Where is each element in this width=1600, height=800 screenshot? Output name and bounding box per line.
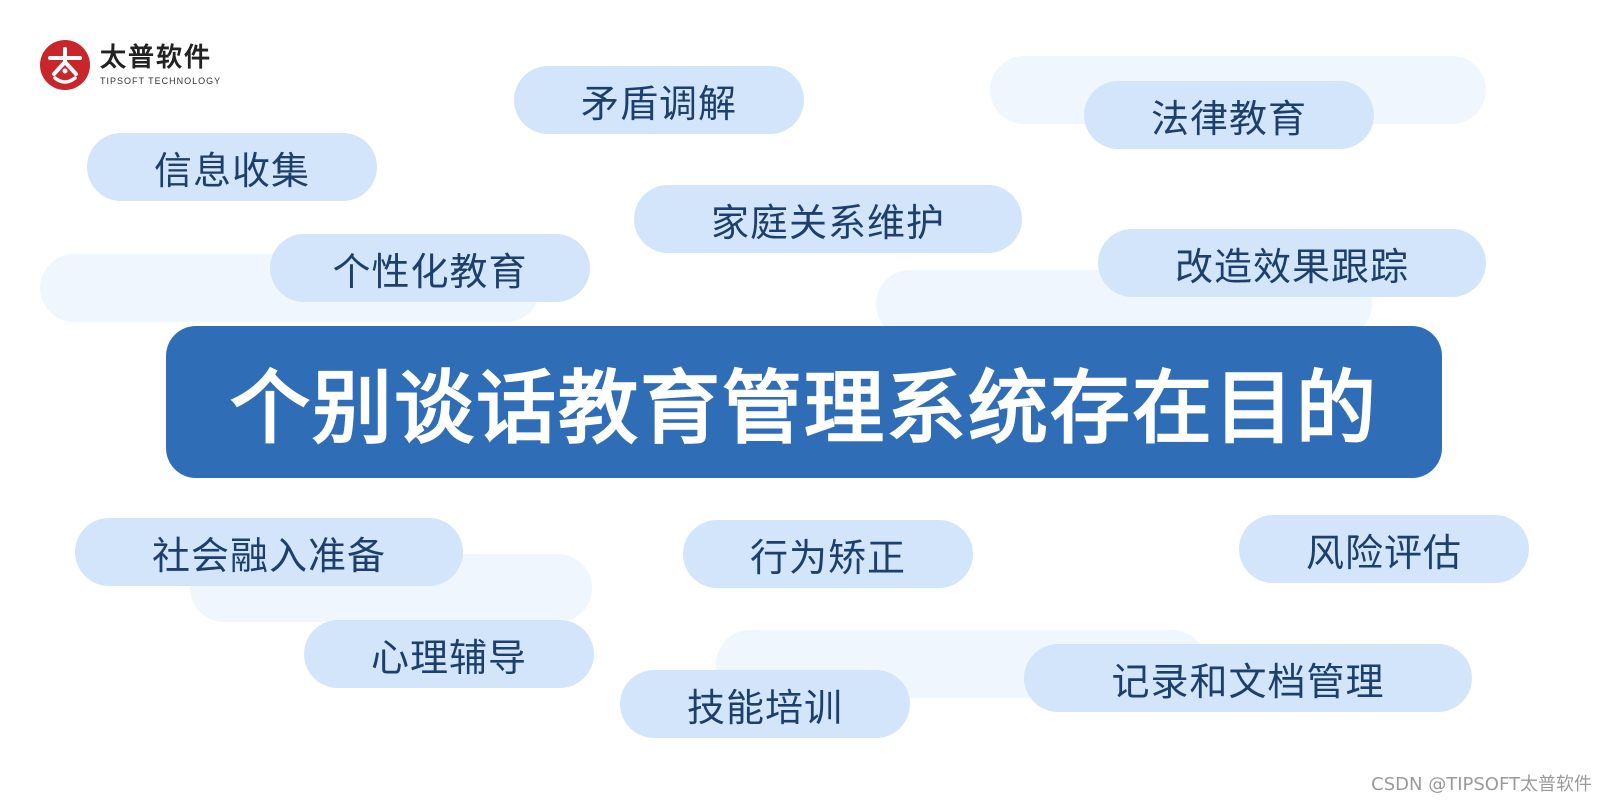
keyword-pill-social-reintegration: 社会融入准备 bbox=[75, 518, 463, 586]
brand-logo: 太普软件 TIPSOFT TECHNOLOGY bbox=[40, 40, 221, 90]
keyword-pill-legal-education: 法律教育 bbox=[1084, 81, 1374, 149]
tipsoft-logo-icon bbox=[40, 40, 90, 90]
main-title-banner: 个别谈话教育管理系统存在目的 bbox=[166, 326, 1442, 478]
keyword-pill-family-relations: 家庭关系维护 bbox=[634, 185, 1022, 253]
source-watermark: CSDN @TIPSOFT太普软件 bbox=[1371, 774, 1592, 795]
brand-name-en: TIPSOFT TECHNOLOGY bbox=[100, 75, 222, 86]
keyword-pill-conflict-mediation: 矛盾调解 bbox=[514, 66, 804, 134]
brand-text: 太普软件 TIPSOFT TECHNOLOGY bbox=[100, 45, 221, 86]
brand-name-cn: 太普软件 bbox=[100, 42, 213, 73]
keyword-pill-personalized-education: 个性化教育 bbox=[270, 234, 590, 302]
keyword-pill-information-collection: 信息收集 bbox=[87, 133, 377, 201]
keyword-pill-records-management: 记录和文档管理 bbox=[1024, 644, 1472, 712]
keyword-pill-reform-tracking: 改造效果跟踪 bbox=[1098, 229, 1486, 297]
keyword-pill-risk-assessment: 风险评估 bbox=[1239, 515, 1529, 583]
keyword-pill-psychological-counseling: 心理辅导 bbox=[304, 620, 594, 688]
keyword-pill-behavior-correction: 行为矫正 bbox=[683, 520, 973, 588]
keyword-pill-skills-training: 技能培训 bbox=[620, 670, 910, 738]
